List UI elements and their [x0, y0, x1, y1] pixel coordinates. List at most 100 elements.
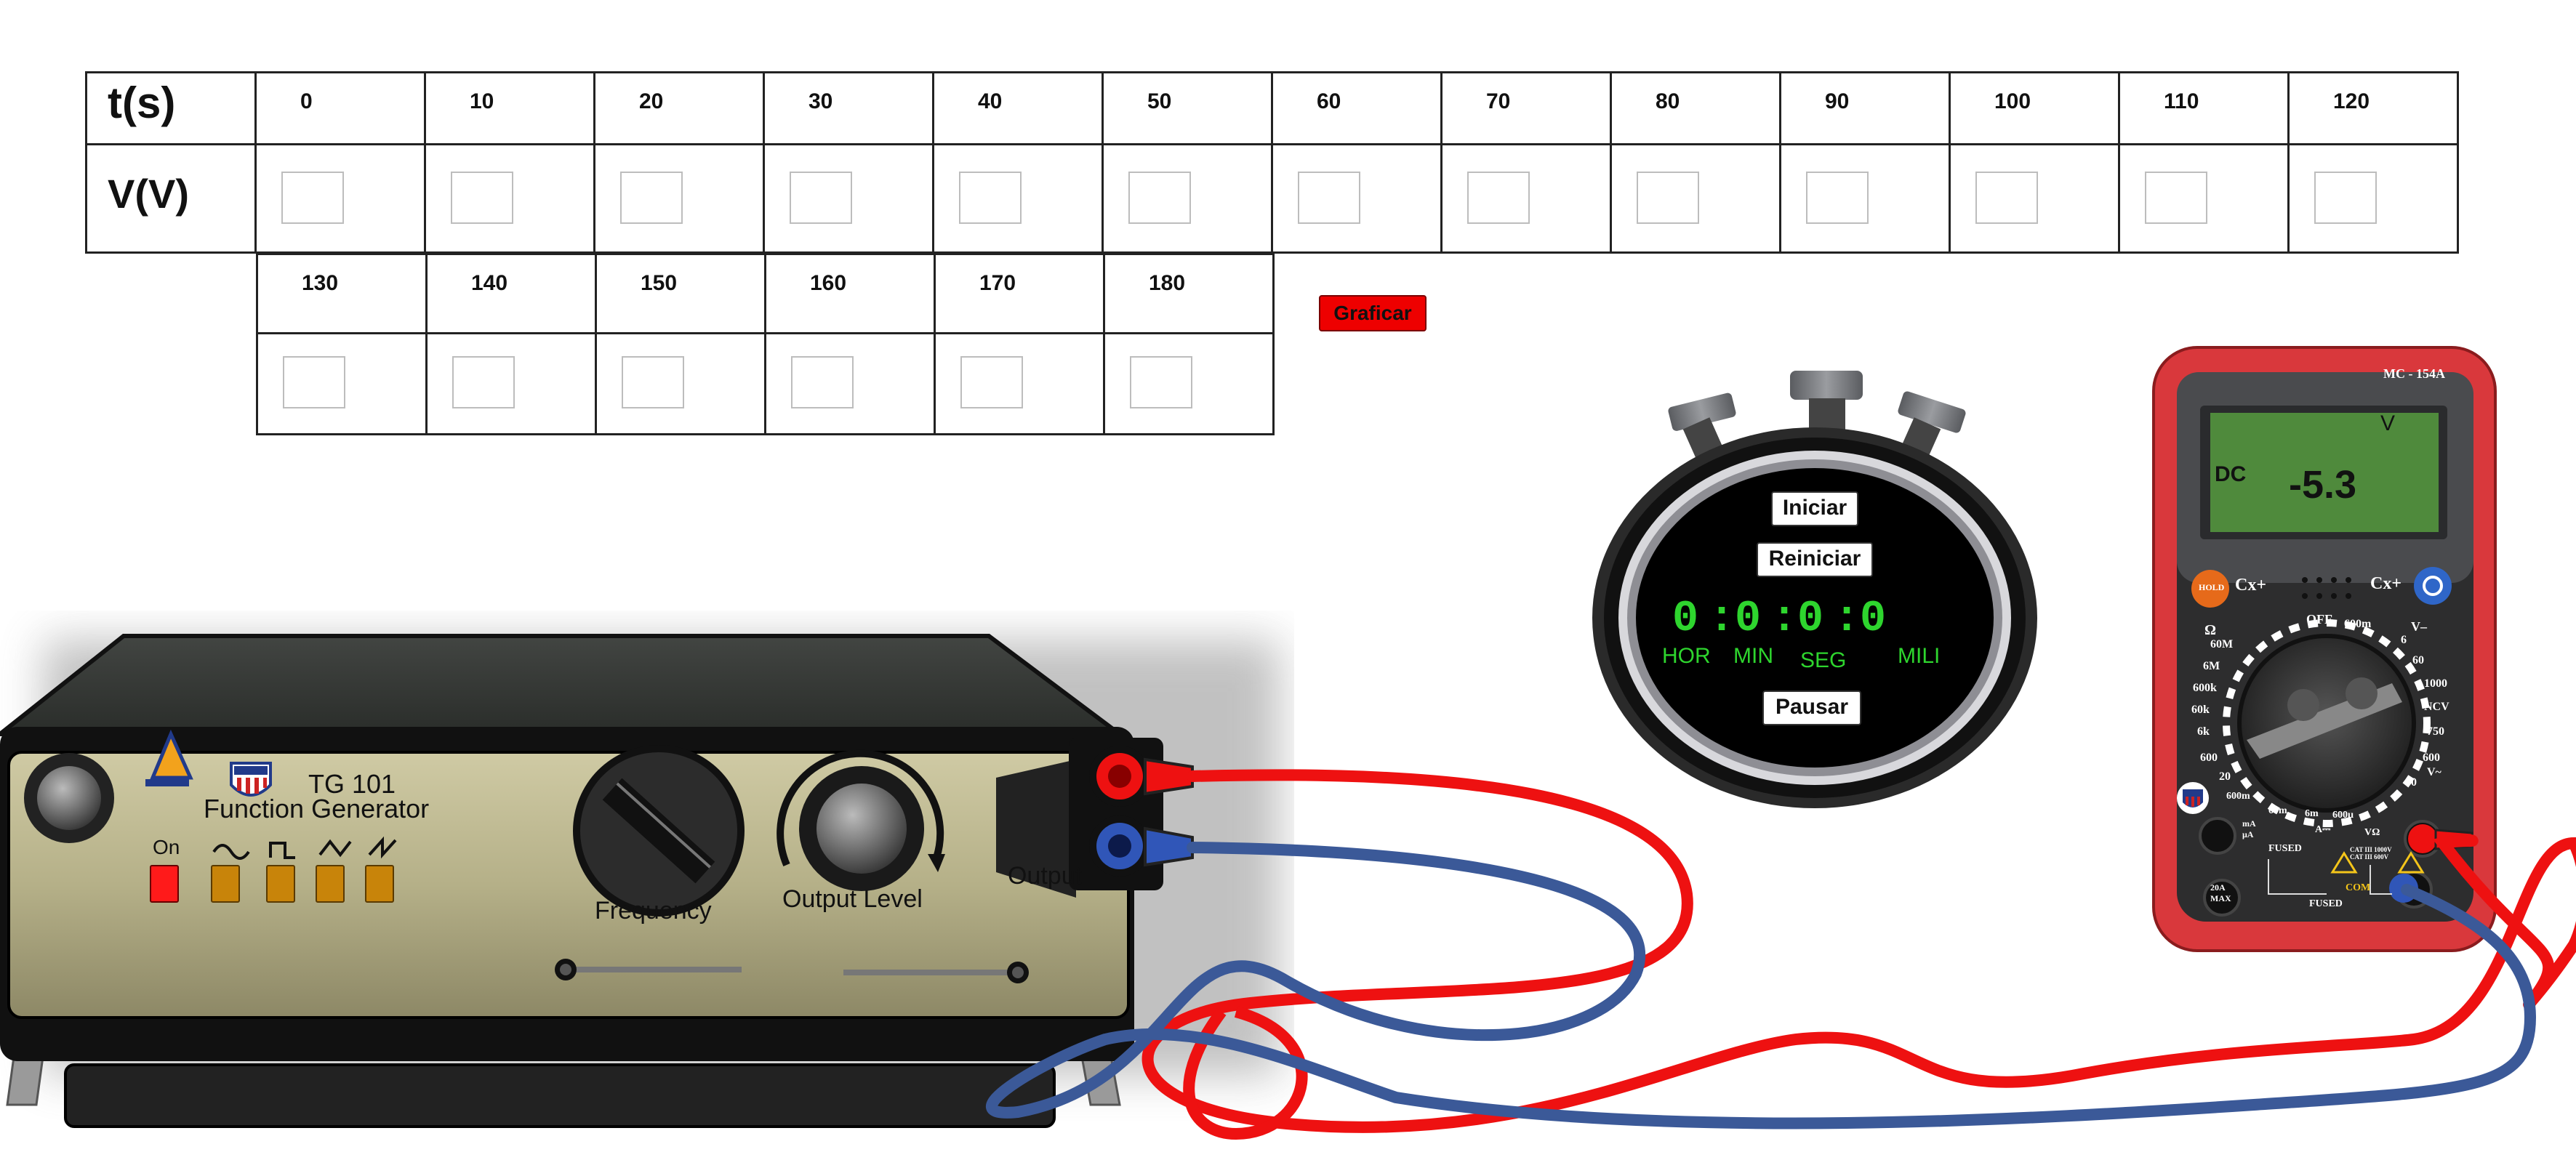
voltage-input[interactable] — [1298, 172, 1360, 224]
dial-label: 6M — [2203, 660, 2220, 672]
time-cell: 40 — [932, 71, 1104, 145]
cx-label-left: Cx+ — [2235, 576, 2267, 595]
generator-model: TG 101 — [308, 769, 396, 799]
time-cell: 50 — [1102, 71, 1273, 145]
dial-label: A⎓ — [2315, 824, 2331, 835]
output-terminals[interactable] — [1076, 734, 1163, 887]
pause-button[interactable]: Pausar — [1762, 690, 1861, 725]
frequency-label: Frequency — [595, 897, 712, 925]
dial-label: 600 — [2423, 752, 2440, 764]
voltage-header: V(V) — [85, 143, 257, 254]
graph-button[interactable]: Graficar — [1319, 295, 1427, 331]
sawtooth-wave-button[interactable] — [365, 865, 394, 903]
dial-label: Ω — [2204, 622, 2217, 638]
time-cell: 170 — [934, 253, 1105, 334]
voltage-input[interactable] — [790, 172, 852, 224]
time-cell: 70 — [1440, 71, 1612, 145]
lcd-reading: -5.3 — [2289, 463, 2357, 507]
dial-label: 60M — [2210, 638, 2234, 651]
voltage-input[interactable] — [791, 356, 854, 408]
time-cell: 120 — [2287, 71, 2459, 145]
voltage-cell — [425, 332, 597, 435]
voltage-cell — [1610, 143, 1781, 254]
dial-label: 20 — [2219, 770, 2231, 783]
cx-label-right: Cx+ — [2370, 574, 2402, 593]
data-table-continued: 130 140 150 160 170 180 — [256, 253, 1275, 435]
time-cell: 90 — [1779, 71, 1951, 145]
millis-display: 0 — [1860, 595, 1887, 644]
rotary-dial[interactable] — [2226, 643, 2427, 843]
triangle-wave-button[interactable] — [316, 865, 345, 903]
hours-unit: HOR — [1662, 644, 1711, 668]
fused-label: FUSED — [2309, 898, 2343, 909]
time-cell: 30 — [763, 71, 934, 145]
ma-terminal[interactable] — [2200, 818, 2235, 853]
time-cell: 60 — [1271, 71, 1443, 145]
power-button[interactable] — [150, 865, 179, 903]
voltage-input[interactable] — [1130, 356, 1192, 408]
separator: : — [1709, 595, 1736, 644]
voltage-input[interactable] — [2314, 172, 2377, 224]
time-cell: 20 — [593, 71, 765, 145]
frequency-knob[interactable] — [573, 744, 745, 916]
voltage-cell — [595, 332, 766, 435]
dial-label: 1000 — [2424, 677, 2447, 690]
voltage-cell — [256, 332, 428, 435]
square-wave-button[interactable] — [266, 865, 295, 903]
v-terminal[interactable] — [2405, 821, 2440, 856]
dial-off-label: OFF — [2306, 612, 2332, 627]
voltage-input[interactable] — [1975, 172, 2038, 224]
voltage-row: V(V) — [85, 143, 2459, 254]
voltage-cell — [1949, 143, 2120, 254]
sine-wave-button[interactable] — [211, 865, 240, 903]
voltage-input[interactable] — [959, 172, 1022, 224]
voltage-input[interactable] — [452, 356, 515, 408]
terminal-ma-label: mA μA — [2242, 818, 2256, 839]
voltage-input[interactable] — [960, 356, 1023, 408]
function-generator-body — [0, 634, 1280, 1128]
20a-terminal[interactable] — [2204, 880, 2239, 915]
voltage-input[interactable] — [622, 356, 684, 408]
dial-label: 750 — [2427, 725, 2444, 738]
reset-button[interactable]: Reiniciar — [1757, 542, 1873, 577]
voltage-cell — [254, 143, 426, 254]
seconds-unit: SEG — [1800, 648, 1847, 672]
dial-label: VΩ — [2364, 827, 2380, 838]
start-button[interactable]: Iniciar — [1771, 491, 1858, 526]
voltage-input[interactable] — [1467, 172, 1530, 224]
time-header: t(s) — [85, 71, 257, 145]
voltage-cell — [1103, 332, 1275, 435]
voltage-cell — [1779, 143, 1951, 254]
voltage-cell — [2287, 143, 2459, 254]
seconds-display: 0 — [1797, 595, 1824, 644]
hold-button[interactable]: HOLD — [2199, 582, 2225, 592]
voltage-cell — [593, 143, 765, 254]
voltage-input[interactable] — [281, 172, 344, 224]
lcd-unit: V — [2380, 411, 2396, 435]
dial-label: 600k — [2193, 682, 2217, 694]
voltage-cell — [1271, 143, 1443, 254]
dial-label: 60 — [2412, 654, 2424, 666]
voltage-cell — [934, 332, 1105, 435]
stopwatch-body — [1592, 371, 2037, 808]
output-level-knob[interactable] — [800, 767, 923, 890]
output-level-label: Output Level — [782, 885, 923, 913]
voltage-input[interactable] — [283, 356, 345, 408]
voltage-input[interactable] — [1637, 172, 1699, 224]
voltage-input[interactable] — [2145, 172, 2207, 224]
time-cell: 100 — [1949, 71, 2120, 145]
backlight-button[interactable] — [2417, 568, 2455, 606]
dial-label: 600μ — [2332, 810, 2354, 821]
on-label: On — [153, 836, 180, 858]
time-cell: 140 — [425, 253, 597, 334]
time-cell: 10 — [424, 71, 595, 145]
voltage-input[interactable] — [1128, 172, 1191, 224]
com-terminal[interactable] — [2396, 872, 2431, 907]
time-row: 130 140 150 160 170 180 — [256, 253, 1275, 334]
voltage-input[interactable] — [451, 172, 513, 224]
cat-rating: CAT III 1000V CAT III 600V — [2350, 846, 2392, 861]
dial-label: 60k — [2191, 704, 2210, 716]
voltage-input[interactable] — [1806, 172, 1869, 224]
voltage-input[interactable] — [620, 172, 683, 224]
fused-label: FUSED — [2268, 843, 2302, 854]
